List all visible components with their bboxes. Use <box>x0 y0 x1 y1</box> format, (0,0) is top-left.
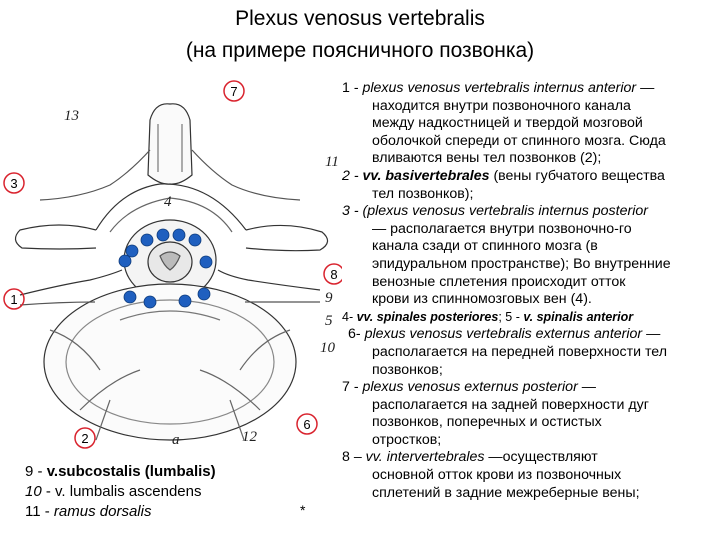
circled-label-7: 7 <box>230 84 237 99</box>
description-text: 1 - plexus venosus vertebralis internus … <box>342 80 720 502</box>
figure-label-11: 11 <box>325 154 339 170</box>
title-line-1: Plexus venosus vertebralis <box>0 6 720 32</box>
item-8-line: 8 – vv. intervertebrales —осуществляют <box>342 449 720 467</box>
figure-label-9: 9 <box>325 290 333 306</box>
figure-legend: 9 - v.subcostalis (lumbalis) 10 - v. lum… <box>25 462 216 522</box>
figure-label-4: 4 <box>164 194 172 210</box>
item-4-5-line: 4- vv. spinales posteriores; 5 - v. spin… <box>342 309 720 327</box>
vertebral-venous-plexus-figure: 7 3 1 8 6 2 13 11 4 9 5 10 12 a <box>0 80 342 460</box>
item-1-line: 1 - plexus venosus vertebralis internus … <box>342 80 720 98</box>
circled-label-3: 3 <box>10 176 17 191</box>
circled-label-1: 1 <box>10 292 17 307</box>
figure-label-12: 12 <box>242 429 258 445</box>
legend-item-10: 10 - v. lumbalis ascendens <box>25 482 216 502</box>
figure-label-5: 5 <box>325 313 333 329</box>
item-7-line: 7 - plexus venosus externus posterior — <box>342 379 720 397</box>
circled-label-2: 2 <box>81 431 88 446</box>
asterisk-mark: * <box>300 502 305 518</box>
item-2-line: 2 - vv. basivertebrales (вены губчатого … <box>342 168 720 186</box>
title-line-2: (на примере поясничного позвонка) <box>0 38 720 64</box>
figure-label-a: a <box>172 432 180 448</box>
legend-item-11: 11 - ramus dorsalis <box>25 502 216 522</box>
legend-item-9: 9 - v.subcostalis (lumbalis) <box>25 462 216 482</box>
item-3-line: 3 - (plexus venosus vertebralis internus… <box>342 203 720 221</box>
circled-label-6: 6 <box>303 417 310 432</box>
circled-label-8: 8 <box>330 267 337 282</box>
figure-label-13: 13 <box>64 108 79 124</box>
figure-label-10: 10 <box>320 340 336 356</box>
item-6-line: 6- plexus venosus vertebralis externus a… <box>342 326 720 344</box>
